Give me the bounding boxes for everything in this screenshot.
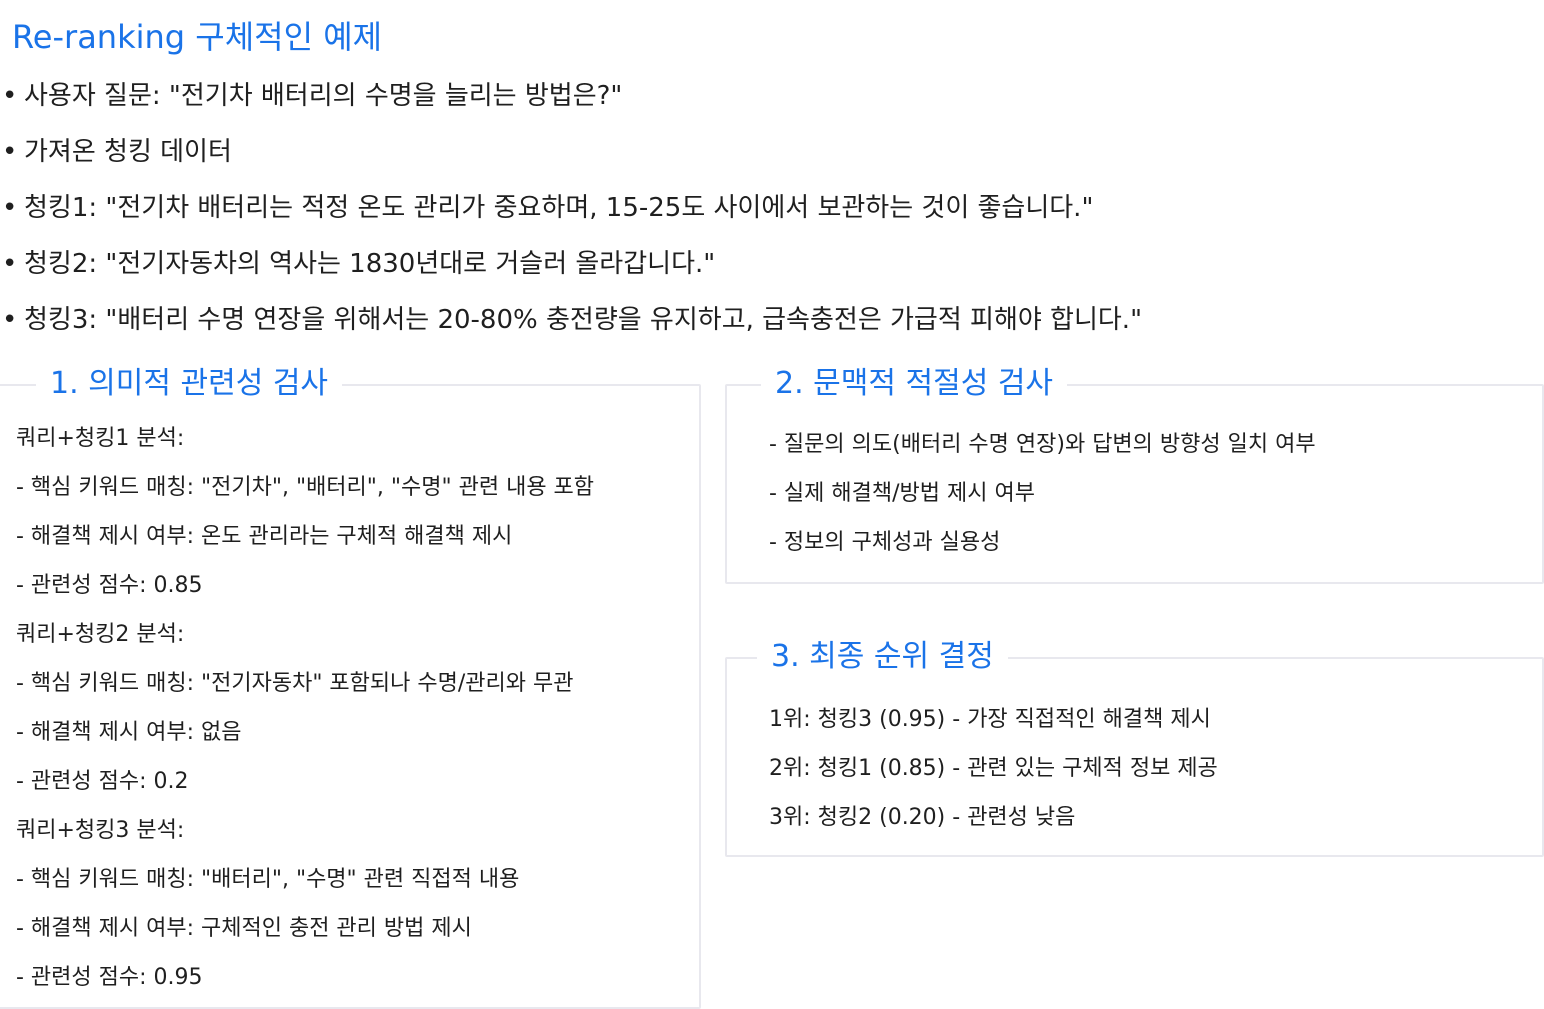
- bullet-item: •청킹3: "배터리 수명 연장을 위해서는 20-80% 충전량을 유지하고,…: [0, 296, 1142, 352]
- page-title: Re-ranking 구체적인 예제: [12, 18, 383, 56]
- list-item: - 핵심 키워드 매칭: "배터리", "수명" 관련 직접적 내용: [16, 867, 520, 892]
- bullet-text: 가져온 청킹 데이터: [24, 137, 232, 167]
- criteria-list: - 질문의 의도(배터리 수명 연장)와 답변의 방향성 일치 여부 - 실제 …: [769, 420, 1316, 567]
- list-item: - 해결책 제시 여부: 온도 관리라는 구체적 해결책 제시: [16, 524, 513, 549]
- list-item: - 관련성 점수: 0.95: [16, 965, 203, 990]
- bullet-item: •사용자 질문: "전기차 배터리의 수명을 늘리는 방법은?": [0, 72, 1142, 128]
- bullet-dot-icon: •: [2, 305, 18, 335]
- list-item: - 관련성 점수: 0.85: [16, 573, 203, 598]
- ranking-list: 1위: 청킹3 (0.95) - 가장 직접적인 해결책 제시 2위: 청킹1 …: [769, 695, 1218, 842]
- list-item: 쿼리+청킹2 분석:: [16, 622, 185, 647]
- list-item: - 질문의 의도(배터리 수명 연장)와 답변의 방향성 일치 여부: [769, 432, 1316, 457]
- list-item: - 정보의 구체성과 실용성: [769, 530, 1001, 555]
- panel-title: 1. 의미적 관련성 검사: [36, 362, 343, 406]
- bullet-item: •청킹2: "전기자동차의 역사는 1830년대로 거슬러 올라갑니다.": [0, 240, 1142, 296]
- list-item: 2위: 청킹1 (0.85) - 관련 있는 구체적 정보 제공: [769, 756, 1218, 781]
- list-item: - 핵심 키워드 매칭: "전기차", "배터리", "수명" 관련 내용 포함: [16, 475, 595, 500]
- semantic-relevance-panel: 1. 의미적 관련성 검사 쿼리+청킹1 분석: - 핵심 키워드 매칭: "전…: [0, 362, 701, 1009]
- bullet-text: 사용자 질문: "전기차 배터리의 수명을 늘리는 방법은?": [24, 81, 623, 111]
- list-item: - 관련성 점수: 0.2: [16, 769, 189, 794]
- bullet-dot-icon: •: [2, 193, 18, 223]
- list-item: - 해결책 제시 여부: 구체적인 충전 관리 방법 제시: [16, 916, 472, 941]
- bullet-text: 청킹2: "전기자동차의 역사는 1830년대로 거슬러 올라갑니다.": [24, 249, 716, 279]
- bullet-dot-icon: •: [2, 81, 18, 111]
- list-item: 쿼리+청킹1 분석:: [16, 426, 185, 451]
- list-item: 쿼리+청킹3 분석:: [16, 818, 185, 843]
- analysis-list: 쿼리+청킹1 분석: - 핵심 키워드 매칭: "전기차", "배터리", "수…: [16, 414, 594, 1002]
- list-item: - 핵심 키워드 매칭: "전기자동차" 포함되나 수명/관리와 무관: [16, 671, 574, 696]
- panel-title: 2. 문맥적 적절성 검사: [761, 362, 1068, 406]
- bullet-list: •사용자 질문: "전기차 배터리의 수명을 늘리는 방법은?" •가져온 청킹…: [0, 72, 1142, 352]
- bullet-item: •가져온 청킹 데이터: [0, 128, 1142, 184]
- bullet-dot-icon: •: [2, 249, 18, 279]
- list-item: - 해결책 제시 여부: 없음: [16, 720, 242, 745]
- final-ranking-panel: 3. 최종 순위 결정 1위: 청킹3 (0.95) - 가장 직접적인 해결책…: [725, 635, 1544, 857]
- list-item: 3위: 청킹2 (0.20) - 관련성 낮음: [769, 805, 1076, 830]
- bullet-dot-icon: •: [2, 137, 18, 167]
- bullet-item: •청킹1: "전기차 배터리는 적정 온도 관리가 중요하며, 15-25도 사…: [0, 184, 1142, 240]
- list-item: 1위: 청킹3 (0.95) - 가장 직접적인 해결책 제시: [769, 707, 1211, 732]
- bullet-text: 청킹1: "전기차 배터리는 적정 온도 관리가 중요하며, 15-25도 사이…: [24, 193, 1094, 223]
- list-item: - 실제 해결책/방법 제시 여부: [769, 481, 1035, 506]
- contextual-fitness-panel: 2. 문맥적 적절성 검사 - 질문의 의도(배터리 수명 연장)와 답변의 방…: [725, 362, 1544, 584]
- bullet-text: 청킹3: "배터리 수명 연장을 위해서는 20-80% 충전량을 유지하고, …: [24, 305, 1143, 335]
- panel-title: 3. 최종 순위 결정: [757, 635, 1008, 679]
